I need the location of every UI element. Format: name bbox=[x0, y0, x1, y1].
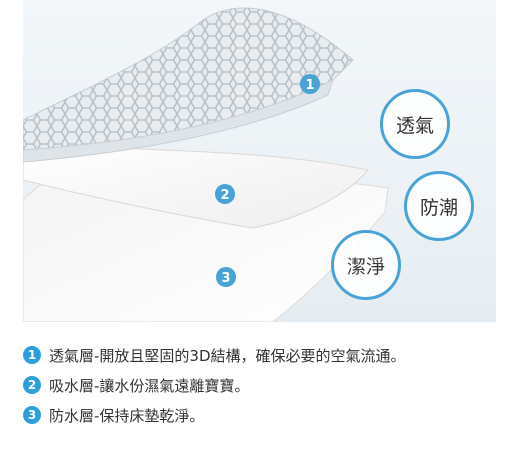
legend-number-3: 3 bbox=[23, 406, 41, 424]
layer-marker-2: 2 bbox=[220, 188, 229, 203]
legend-text-1: 透氣層-開放且堅固的3D結構，確保必要的空氣流通。 bbox=[49, 346, 406, 365]
legend-item-1: 1 透氣層-開放且堅固的3D結構，確保必要的空氣流通。 bbox=[23, 342, 503, 368]
layer-marker-3: 3 bbox=[221, 271, 230, 286]
legend-text-2: 吸水層-讓水份濕氣遠離寶寶。 bbox=[49, 376, 250, 395]
legend-number-1: 1 bbox=[23, 346, 41, 364]
layers-graphic: 1 2 3 bbox=[23, 7, 389, 322]
legend-item-3: 3 防水層-保持床墊乾淨。 bbox=[23, 402, 503, 428]
bubble-breathable: 透氣 bbox=[380, 89, 450, 159]
legend-text-3: 防水層-保持床墊乾淨。 bbox=[49, 406, 205, 425]
legend-number-2: 2 bbox=[23, 376, 41, 394]
absorbent-layer bbox=[23, 144, 369, 229]
legend-item-2: 2 吸水層-讓水份濕氣遠離寶寶。 bbox=[23, 372, 503, 398]
layer-illustration: 1 2 3 透氣 防潮 潔淨 bbox=[23, 0, 496, 322]
layer-legend: 1 透氣層-開放且堅固的3D結構，確保必要的空氣流通。 2 吸水層-讓水份濕氣遠… bbox=[23, 342, 503, 432]
bubble-moisture-proof: 防潮 bbox=[404, 171, 474, 241]
bubble-clean: 潔淨 bbox=[331, 230, 401, 300]
layer-marker-1: 1 bbox=[305, 78, 314, 93]
